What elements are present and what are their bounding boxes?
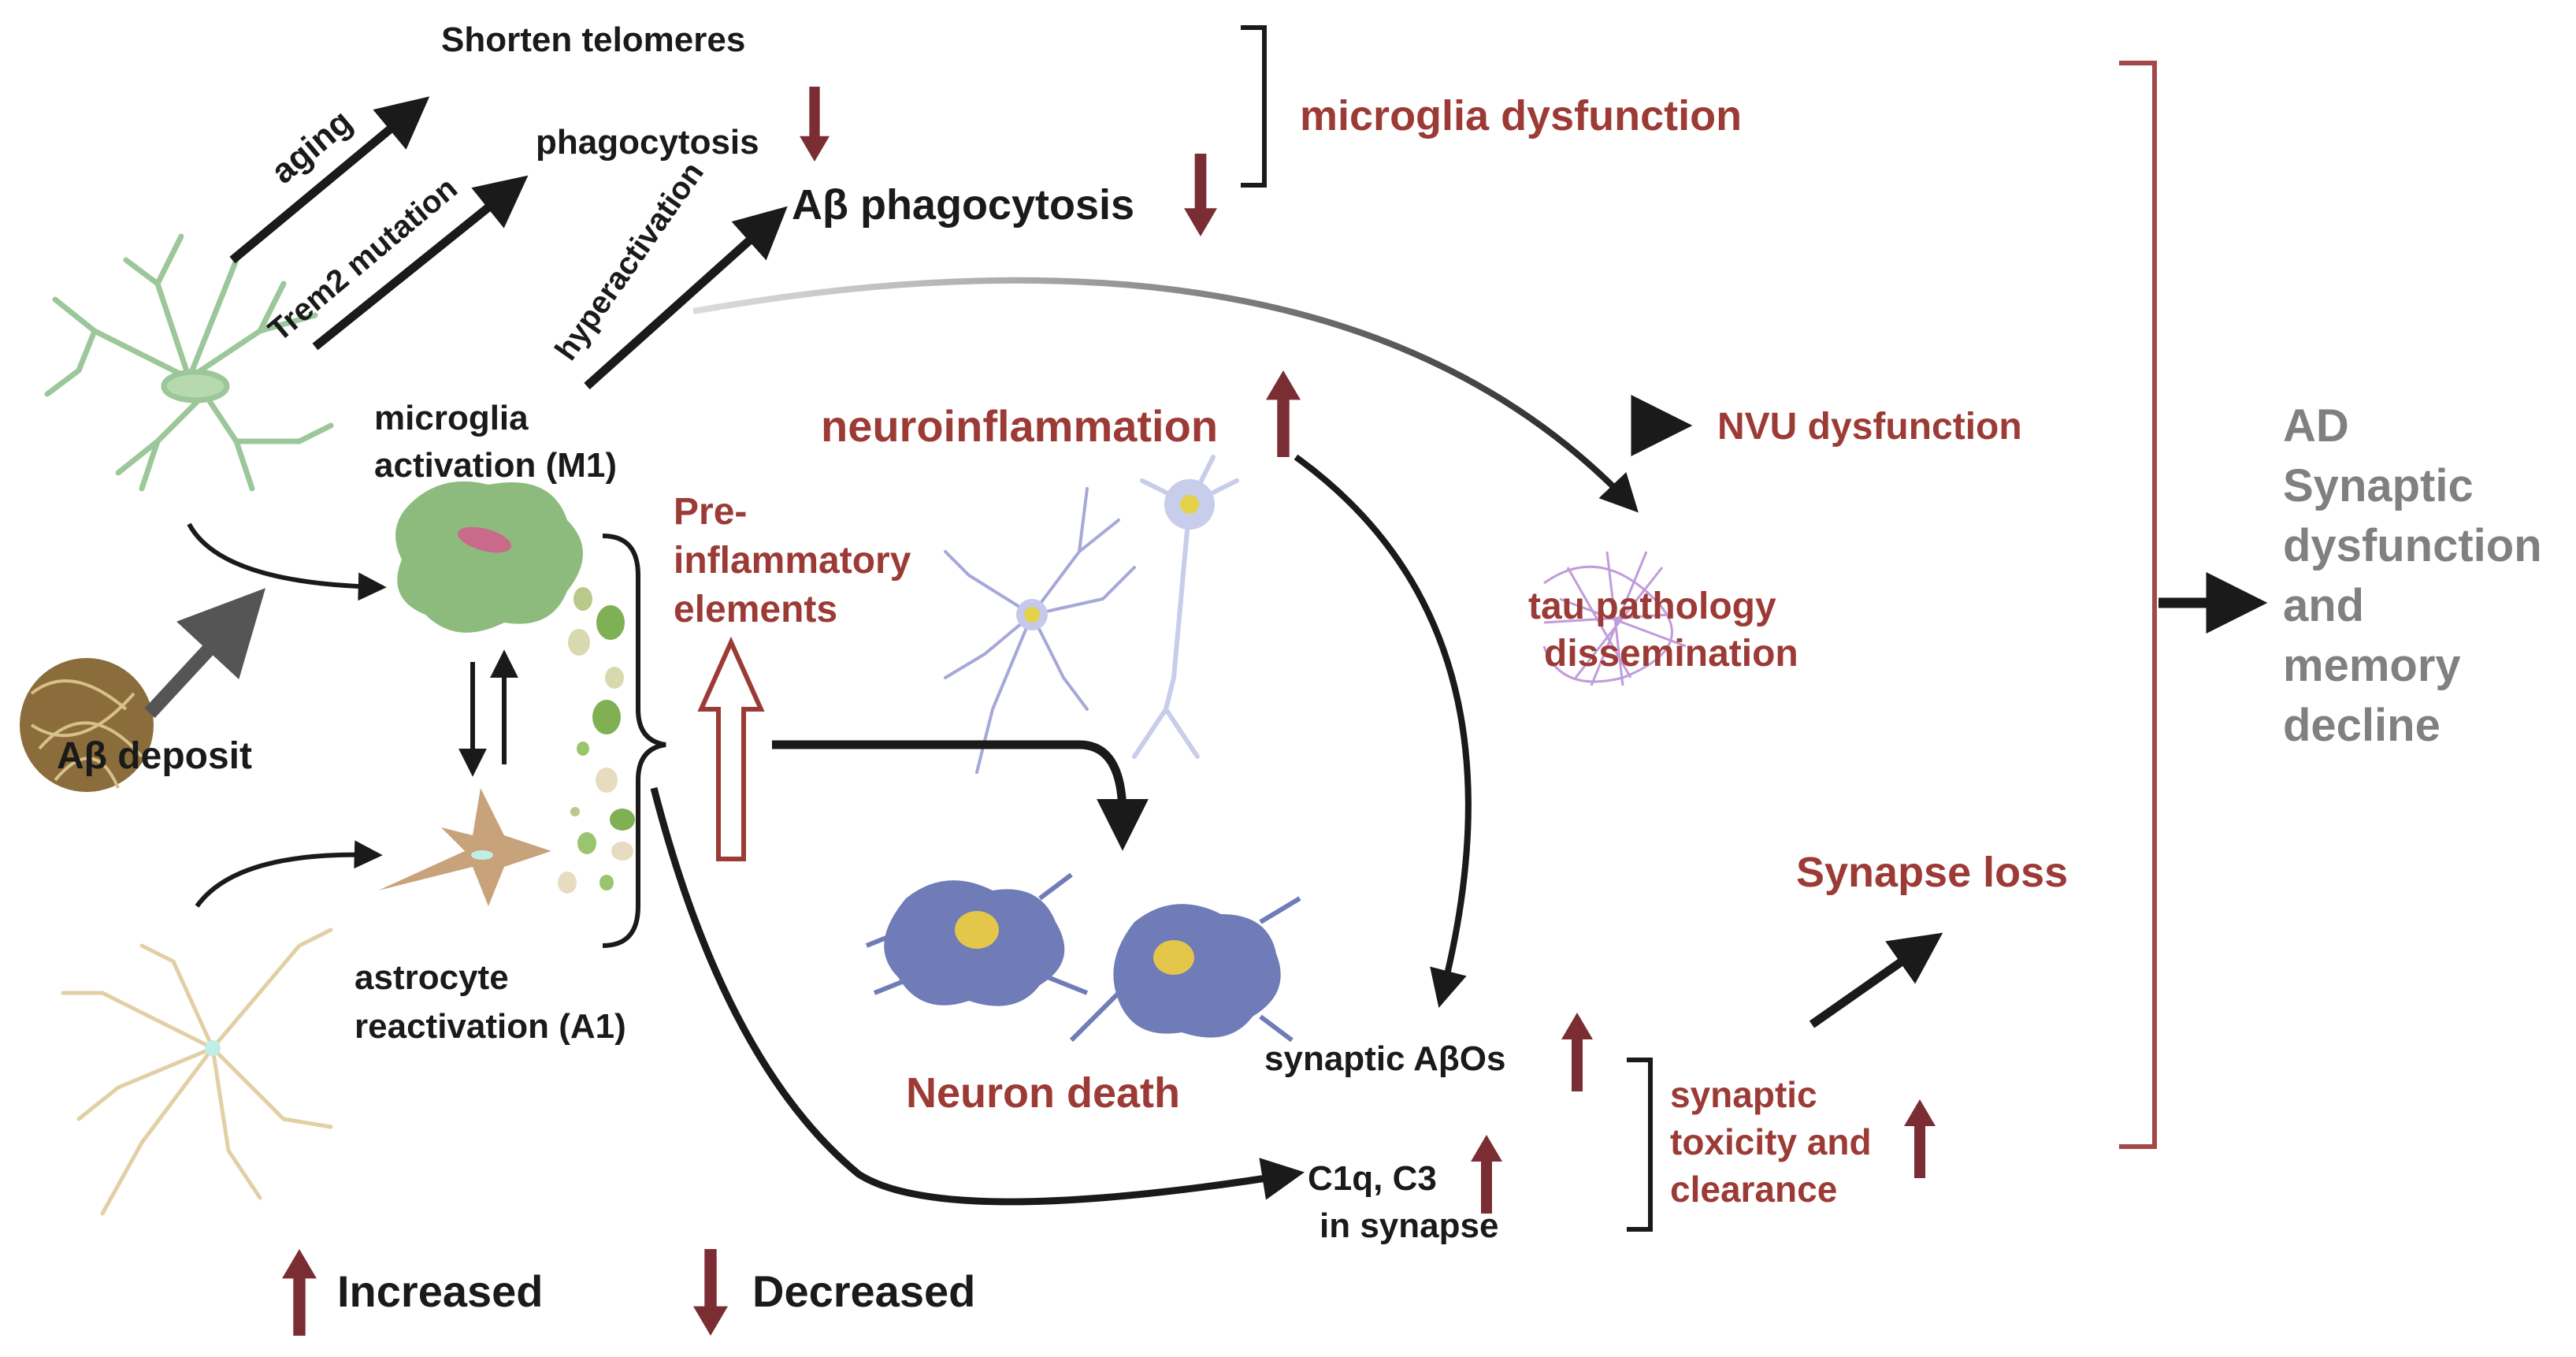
reactive-astrocyte-icon [378, 788, 551, 906]
label-shorten-telomeres: Shorten telomeres [441, 20, 745, 59]
inflammatory-brace [602, 534, 666, 948]
legend-decreased-arrow [693, 1249, 728, 1336]
arrow-abeta-to-microglia [187, 522, 387, 601]
arrow-trem2 [312, 175, 529, 351]
resting-astrocyte-icon [61, 928, 333, 1216]
label-hyperactivation: hyperactivation [548, 156, 711, 366]
dead-neuron-right-icon [1069, 896, 1301, 1043]
curve-to-tau [692, 277, 1639, 513]
arrow-to-astrocyte [195, 840, 383, 908]
neuroinflammation-up-arrow [1266, 370, 1301, 457]
arrow-to-synapse-loss [1809, 932, 1943, 1028]
curve-to-synaptic-abetaos [1294, 454, 1472, 1008]
pre-inflammatory-up-arrow [697, 636, 765, 861]
arrow-aging [229, 96, 430, 264]
label-abeta-deposit: Aβ deposit [57, 735, 252, 777]
label-aging: aging [264, 102, 359, 191]
label-neuron-death: Neuron death [906, 1069, 1180, 1117]
phagocytosis-down-arrow [800, 87, 830, 162]
label-ad-outcome: AD Synaptic dysfunction and memory decli… [2283, 400, 2555, 751]
arrow-deposit-up [144, 588, 266, 719]
neuron-right-icon [1132, 455, 1239, 759]
label-trem2: Trem2 mutation [262, 171, 464, 348]
label-phagocytosis: phagocytosis [536, 123, 759, 162]
dead-neuron-left-icon [865, 872, 1089, 1006]
label-microglia-activation: microglia activation (M1) [374, 399, 617, 485]
resting-microglia-icon [44, 233, 334, 492]
synaptic-abetaos-up-arrow [1561, 1013, 1593, 1091]
toxicity-up-arrow [1904, 1099, 1936, 1178]
tau-tangle-icon [1542, 551, 1687, 686]
label-pre-inflammatory: Pre- inflammatory elements [674, 491, 922, 630]
label-abeta-phagocytosis: Aβ phagocytosis [792, 181, 1134, 229]
curve-to-c1q [650, 786, 1305, 1206]
legend-increased-label: Increased [337, 1266, 544, 1316]
label-synaptic-toxicity: synaptic toxicity and clearance [1670, 1074, 1881, 1210]
neuron-left-icon [944, 487, 1136, 774]
label-astrocyte: astrocyte reactivation (A1) [354, 958, 626, 1046]
label-c1q-c3: C1q, C3 in synapse [1308, 1159, 1498, 1245]
inflammatory-granules [558, 587, 635, 894]
label-microglia-dysfunction: microglia dysfunction [1300, 92, 1742, 139]
legend-decreased-label: Decreased [752, 1266, 975, 1316]
abeta-phagocytosis-down-arrow [1184, 154, 1217, 236]
amyloid-deposit-icon [20, 658, 154, 792]
microglia-dysfunction-bracket [1241, 25, 1267, 188]
label-synaptic-abetaos: synaptic AβOs [1264, 1039, 1505, 1078]
label-synapse-loss: Synapse loss [1796, 849, 2068, 896]
c1q-up-arrow [1471, 1135, 1502, 1214]
arrow-hyperactivation [584, 206, 788, 390]
synaptic-bracket [1627, 1058, 1653, 1232]
legend-increased-arrow [282, 1249, 317, 1336]
arrow-to-neuron-death [772, 740, 1149, 851]
label-tau-pathology: tau pathology dissemination [1528, 586, 1798, 675]
label-nvu-dysfunction: NVU dysfunction [1717, 406, 2022, 448]
ad-bracket [2119, 61, 2157, 1149]
activated-microglia-icon [395, 481, 583, 633]
label-neuroinflammation: neuroinflammation [821, 401, 1218, 451]
